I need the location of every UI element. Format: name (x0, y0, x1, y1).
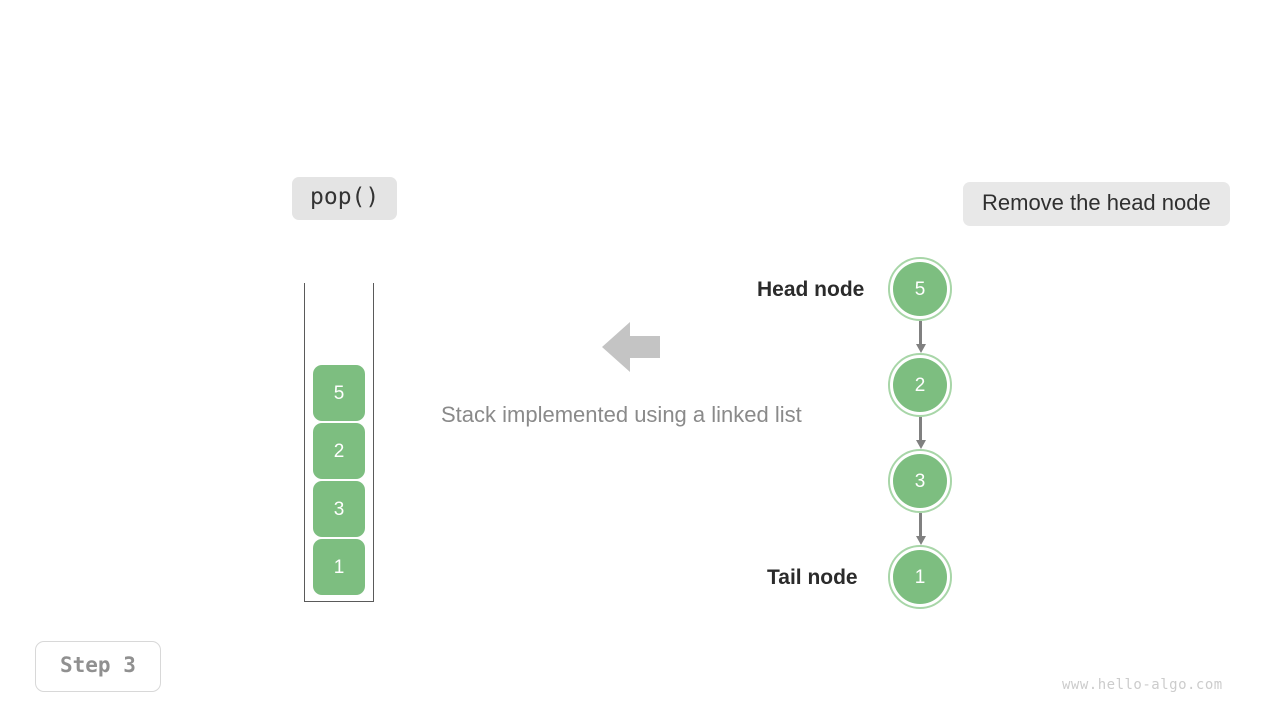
connector-arrow-icon (916, 321, 926, 353)
linked-list-node: 2 (888, 353, 952, 417)
node-value: 3 (893, 454, 947, 508)
node-value: 5 (893, 262, 947, 316)
linked-list-node: 3 (888, 449, 952, 513)
stack-cell: 1 (313, 539, 365, 595)
stack-cell-list: 5 2 3 1 (313, 365, 365, 595)
head-node-label: Head node (757, 278, 865, 301)
stack-cell: 2 (313, 423, 365, 479)
diagram-caption: Stack implemented using a linked list (441, 402, 802, 427)
left-arrow-icon (600, 320, 662, 379)
step-badge: Step 3 (35, 641, 161, 692)
stack-container: 5 2 3 1 (304, 283, 374, 602)
node-value: 2 (893, 358, 947, 412)
connector-arrow-icon (916, 513, 926, 545)
linked-list-column: 5 2 3 1 (888, 257, 952, 609)
stack-wall-left-line (304, 283, 305, 602)
watermark: www.hello-algo.com (1062, 677, 1223, 693)
linked-list-node: 5 (888, 257, 952, 321)
stack-floor-line (304, 601, 374, 602)
operation-chip: pop() (292, 177, 398, 220)
linked-list-node: 1 (888, 545, 952, 609)
stack-wall-right-line (373, 283, 374, 602)
node-value: 1 (893, 550, 947, 604)
tail-node-label: Tail node (767, 566, 858, 589)
connector-arrow-icon (916, 417, 926, 449)
stack-cell: 3 (313, 481, 365, 537)
description-chip: Remove the head node (963, 182, 1230, 226)
stack-cell: 5 (313, 365, 365, 421)
